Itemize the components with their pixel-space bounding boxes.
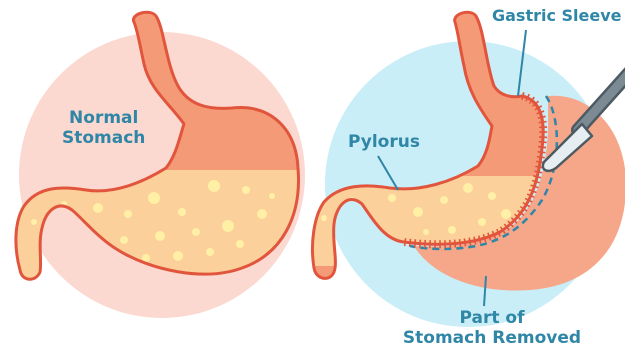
removed-label-line2: Stomach Removed <box>392 328 592 348</box>
normal-stomach-label: Normal Stomach <box>62 108 145 148</box>
pylorus-label: Pylorus <box>348 132 420 152</box>
removed-label: Part of Stomach Removed <box>392 308 592 348</box>
normal-stomach-label-line2: Stomach <box>62 128 145 148</box>
gastric-sleeve-label: Gastric Sleeve <box>492 6 622 26</box>
removed-label-line1: Part of <box>392 308 592 328</box>
normal-stomach-label-line1: Normal <box>62 108 145 128</box>
